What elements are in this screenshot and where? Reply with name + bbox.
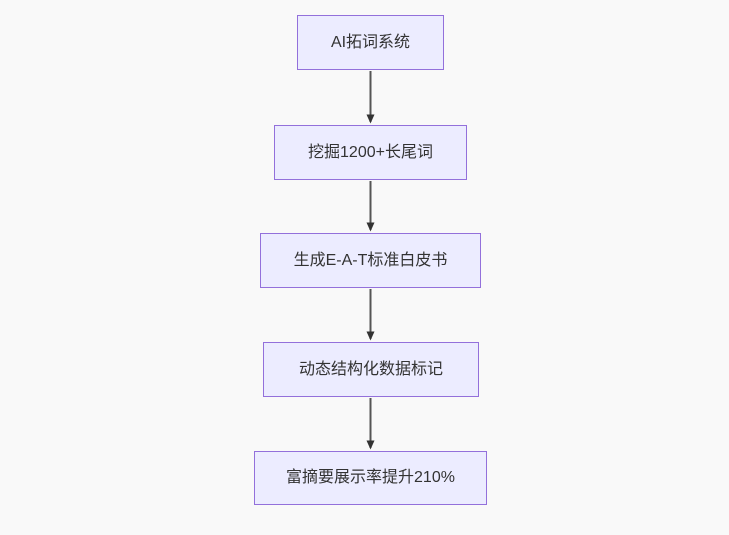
- node-label: 富摘要展示率提升210%: [286, 469, 455, 487]
- flowchart-node-ai-word-expansion-system: AI拓词系统: [297, 15, 444, 70]
- node-label: 生成E-A-T标准白皮书: [293, 251, 448, 269]
- flowchart-node-dynamic-structured-data-markup: 动态结构化数据标记: [263, 342, 479, 397]
- node-label: AI拓词系统: [330, 33, 411, 51]
- flowchart-node-mine-longtail-keywords: 挖掘1200+长尾词: [274, 125, 467, 180]
- flowchart-node-rich-snippet-rate-increase: 富摘要展示率提升210%: [254, 451, 487, 505]
- flowchart-node-generate-eat-whitepaper: 生成E-A-T标准白皮书: [260, 233, 481, 288]
- node-label: 挖掘1200+长尾词: [308, 143, 433, 161]
- node-label: 动态结构化数据标记: [298, 360, 443, 378]
